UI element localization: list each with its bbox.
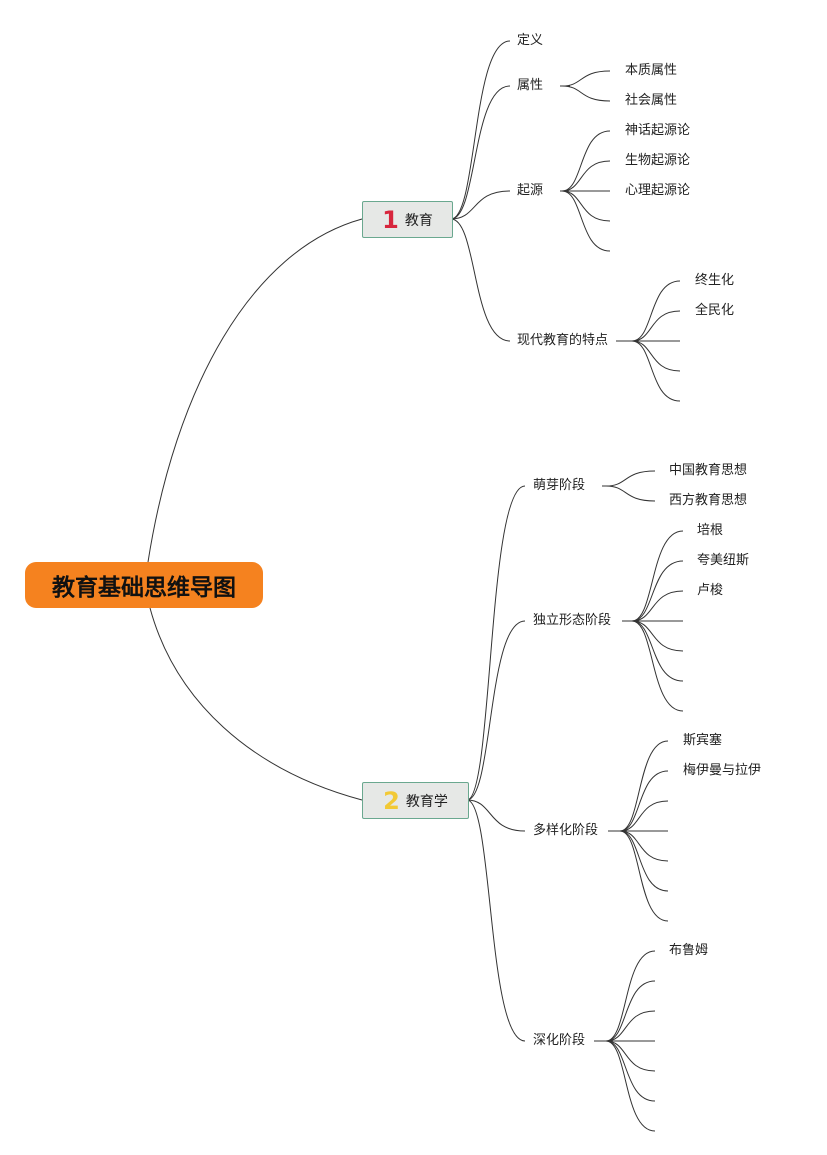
connector-line xyxy=(631,280,681,342)
leaf-lifelong[interactable]: 终生化 xyxy=(695,273,735,288)
connector-line xyxy=(619,740,669,832)
connector-line xyxy=(561,160,611,192)
leaf-chinese-thought[interactable]: 中国教育思想 xyxy=(669,463,748,478)
connector-line xyxy=(605,470,656,487)
subtopic-modern-features[interactable]: 现代教育的特点 xyxy=(517,333,609,348)
leaf-psych-origin[interactable]: 心理起源论 xyxy=(625,183,691,198)
connector-line xyxy=(561,130,611,192)
leaf-western-thought[interactable]: 西方教育思想 xyxy=(669,493,748,508)
topic-node-education[interactable]: 1 教育 xyxy=(362,201,453,238)
connector-line xyxy=(619,830,669,862)
connector-line xyxy=(561,85,611,102)
leaf-essential-attribute[interactable]: 本质属性 xyxy=(625,63,678,78)
connector-line xyxy=(450,218,511,342)
leaf-bloom[interactable]: 布鲁姆 xyxy=(669,943,709,958)
number-1-icon: 1 xyxy=(382,205,399,234)
topic-label: 教育学 xyxy=(405,793,448,810)
connector-line xyxy=(631,530,684,622)
connector-line xyxy=(450,85,511,220)
subtopic-independent-stage[interactable]: 独立形态阶段 xyxy=(533,613,612,628)
connector-line xyxy=(631,620,684,652)
subtopic-deepening-stage[interactable]: 深化阶段 xyxy=(533,1033,586,1048)
topic-node-pedagogy[interactable]: 2 教育学 xyxy=(362,782,469,819)
connector-line xyxy=(450,190,511,220)
connector-line xyxy=(631,340,681,402)
leaf-universal[interactable]: 全民化 xyxy=(695,303,735,318)
leaf-bacon[interactable]: 培根 xyxy=(697,523,724,538)
connector-line xyxy=(605,980,656,1042)
leaf-bio-origin[interactable]: 生物起源论 xyxy=(625,153,691,168)
connector-line xyxy=(466,620,526,801)
leaf-comenius[interactable]: 夸美纽斯 xyxy=(697,553,750,568)
connector-line xyxy=(631,590,684,622)
connector-line xyxy=(147,218,363,563)
subtopic-origin[interactable]: 起源 xyxy=(517,183,544,198)
connector-line xyxy=(619,830,669,922)
connector-line xyxy=(561,190,611,252)
connector-line xyxy=(605,1040,656,1132)
connector-line xyxy=(631,560,684,622)
topic-label: 教育 xyxy=(404,212,433,229)
root-label: 教育基础思维导图 xyxy=(52,575,236,601)
connector-line xyxy=(149,607,363,801)
number-2-icon: 2 xyxy=(383,786,400,815)
leaf-meumann-lay[interactable]: 梅伊曼与拉伊 xyxy=(683,763,762,778)
connector-line xyxy=(631,620,684,712)
leaf-spencer[interactable]: 斯宾塞 xyxy=(683,733,723,748)
connector-line xyxy=(605,1040,656,1072)
leaf-myth-origin[interactable]: 神话起源论 xyxy=(625,123,691,138)
leaf-social-attribute[interactable]: 社会属性 xyxy=(625,93,678,108)
connector-line xyxy=(605,1010,656,1042)
root-node[interactable]: 教育基础思维导图 xyxy=(25,562,263,608)
connector-line xyxy=(605,950,656,1042)
subtopic-attributes[interactable]: 属性 xyxy=(517,78,544,93)
subtopic-diversified-stage[interactable]: 多样化阶段 xyxy=(533,823,599,838)
connector-line xyxy=(631,310,681,342)
connector-line xyxy=(619,770,669,832)
connector-line xyxy=(466,799,526,1042)
connector-line xyxy=(631,340,681,372)
connector-line xyxy=(450,40,511,220)
connector-line xyxy=(561,190,611,222)
connector-line xyxy=(619,800,669,832)
connector-line xyxy=(605,485,656,502)
connector-line xyxy=(466,799,526,832)
connector-line xyxy=(631,620,684,682)
leaf-rousseau[interactable]: 卢梭 xyxy=(697,583,724,598)
connector-line xyxy=(619,830,669,892)
connector-line xyxy=(605,1040,656,1102)
subtopic-sprout-stage[interactable]: 萌芽阶段 xyxy=(533,478,586,493)
connector-line xyxy=(561,70,611,87)
connector-line xyxy=(466,485,526,801)
subtopic-definition[interactable]: 定义 xyxy=(517,33,544,48)
